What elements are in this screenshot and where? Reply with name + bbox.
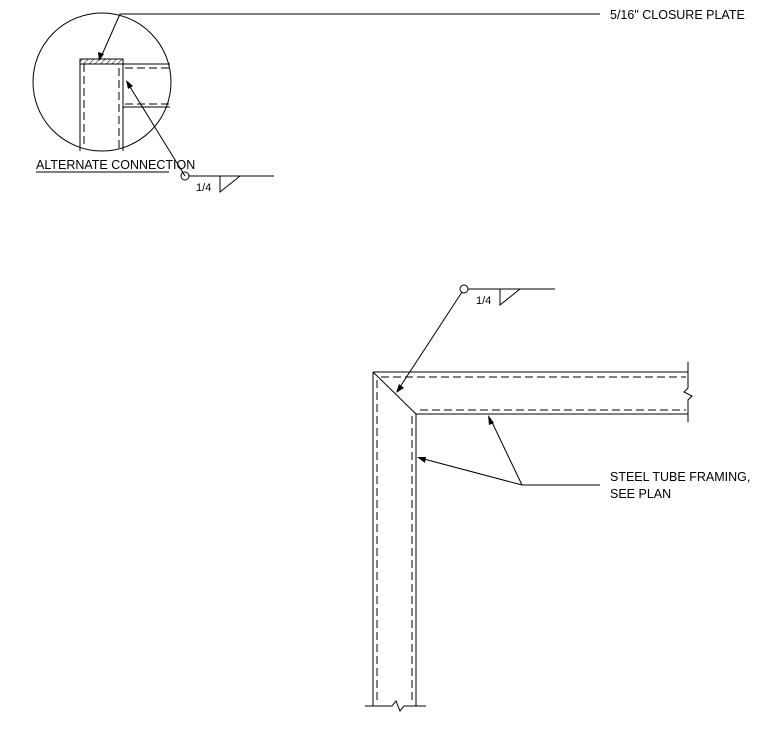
- weld-leader-diag: [397, 291, 463, 391]
- beam-break-line: [683, 362, 693, 422]
- alternate-connection-detail: [32, 12, 600, 194]
- closure-plate-label: 5/16" CLOSURE PLATE: [610, 8, 745, 22]
- weld-size-main: 1/4: [476, 295, 491, 307]
- closure-plate-hatch: [79, 58, 124, 65]
- tube-arrowhead-column: [417, 457, 426, 463]
- tube-framing-label-line1: STEEL TUBE FRAMING,: [610, 470, 750, 484]
- fillet-weld-symbol-top: [219, 175, 241, 194]
- tube-leader-to-beam: [489, 417, 523, 486]
- column-break-line: [365, 700, 426, 712]
- weld-arrowhead-top: [126, 80, 133, 89]
- weld-all-around-circle: [459, 284, 469, 294]
- fillet-weld-symbol: [499, 288, 521, 307]
- miter-line: [372, 371, 417, 415]
- closure-plate-arrowhead: [98, 52, 104, 61]
- tube-framing-label-line2: SEE PLAN: [610, 487, 671, 501]
- tube-leader-to-column: [419, 457, 523, 486]
- weld-size-top: 1/4: [196, 182, 211, 194]
- closure-plate-leader-diag: [100, 13, 121, 58]
- tube-arrowhead-beam: [488, 415, 494, 425]
- detail-circle: [32, 12, 172, 152]
- alternate-connection-label: ALTERNATE CONNECTION: [36, 158, 195, 172]
- weld-arrowhead: [396, 384, 404, 393]
- mitered-corner: [365, 284, 693, 712]
- weld-leader-top-diag: [126, 81, 186, 177]
